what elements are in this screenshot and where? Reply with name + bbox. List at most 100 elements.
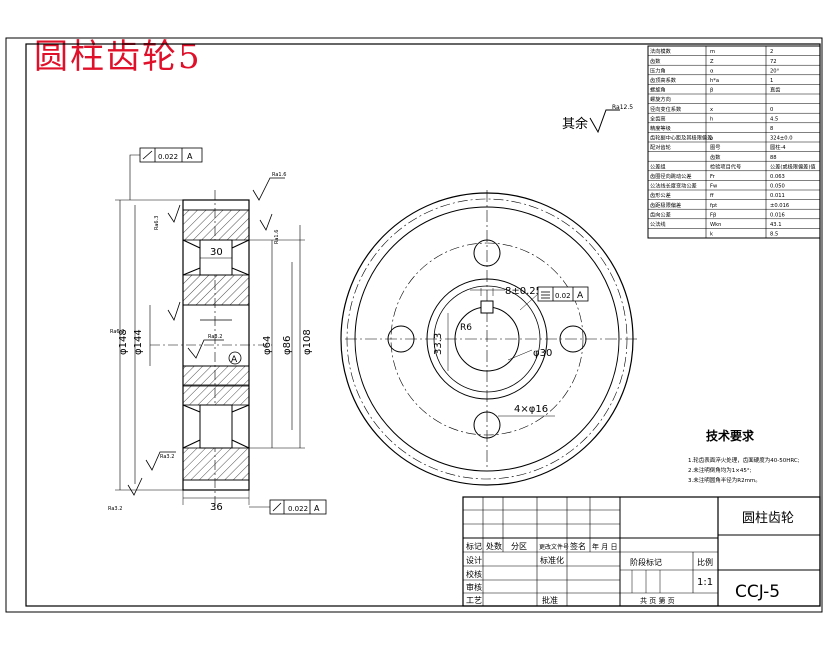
tb-design: 设计 bbox=[466, 555, 482, 565]
param-symbol: h bbox=[710, 116, 713, 122]
tech-item-3: 3.未注明圆角半径为R2mm。 bbox=[688, 476, 761, 484]
tb-zone: 分区 bbox=[511, 542, 527, 551]
tb-approve: 批准 bbox=[542, 595, 558, 605]
tech-item-2: 2.未注明倒角均为1×45°; bbox=[688, 466, 752, 474]
param-name: 齿顶高系数 bbox=[650, 76, 677, 84]
param-name: 压力角 bbox=[650, 66, 666, 74]
param-symbol: m bbox=[710, 49, 715, 55]
holes-dim: 4×φ16 bbox=[514, 404, 548, 415]
tb-process: 工艺 bbox=[466, 596, 482, 605]
hub-diameter: φ30 bbox=[533, 348, 552, 359]
tol-bottom-value: 0.022 bbox=[288, 505, 308, 513]
tb-review: 审核 bbox=[466, 582, 482, 592]
tolerance-frame-bottom: 0.022 A bbox=[249, 499, 327, 515]
roughness-7: Ra3.2 bbox=[108, 506, 122, 512]
roughness-5: Ra1.6 bbox=[274, 230, 280, 244]
dim-64: φ64 bbox=[262, 336, 273, 355]
tb-standard: 标准化 bbox=[540, 555, 564, 565]
param-value: ±0.016 bbox=[770, 203, 789, 209]
tolerance-frame-top: 0.022 A bbox=[129, 147, 203, 200]
param-name: 公差组 bbox=[650, 162, 666, 170]
dim-tip-diameter: φ148 bbox=[118, 329, 129, 355]
param-symbol: x bbox=[710, 107, 713, 113]
tech-requirements: 技术要求 1.轮齿表面淬火处理，齿面硬度为40-50HRC; 2.未注明倒角均为… bbox=[688, 428, 800, 484]
param-symbol: k bbox=[710, 232, 713, 238]
param-value: 圆柱-4 bbox=[770, 143, 786, 151]
tb-sheets: 共 页 第 页 bbox=[640, 596, 675, 605]
param-value: 20° bbox=[770, 68, 780, 74]
param-value: 直齿 bbox=[770, 86, 780, 94]
param-value: 88 bbox=[770, 155, 777, 161]
param-value: 0.063 bbox=[770, 174, 785, 180]
tb-sign: 签名 bbox=[570, 541, 586, 551]
param-name: 螺旋角 bbox=[650, 86, 666, 94]
param-value: 4.5 bbox=[770, 116, 778, 122]
tech-item-1: 1.轮齿表面淬火处理，齿面硬度为40-50HRC; bbox=[688, 456, 800, 464]
keyway-tol-datum: A bbox=[577, 291, 584, 301]
dim-86: φ86 bbox=[282, 336, 293, 355]
param-name: 螺旋方向 bbox=[650, 95, 671, 103]
param-symbol: 图号 bbox=[710, 144, 720, 151]
roughness-6: Ra3.2 bbox=[160, 454, 174, 460]
param-value: 72 bbox=[770, 59, 777, 65]
param-symbol: Fr bbox=[710, 174, 716, 180]
roughness-2: Ra6.3 bbox=[154, 216, 160, 230]
param-value: 43.1 bbox=[770, 222, 782, 228]
roughness-rest-value: Ra12.5 bbox=[612, 104, 633, 111]
param-value: 8 bbox=[770, 126, 773, 132]
param-value: 2 bbox=[770, 49, 773, 55]
param-symbol: fpt bbox=[710, 203, 717, 209]
gear-front-view: 8±0.25 0.02 A R6 33.3 φ30 4×φ16 bbox=[340, 190, 640, 486]
gear-section-view: φ148 φ144 φ64 φ86 φ108 30 36 0.022 A bbox=[108, 147, 327, 515]
param-symbol: β bbox=[710, 88, 713, 94]
param-symbol: 检验项目代号 bbox=[710, 162, 741, 170]
dim-108: φ108 bbox=[302, 329, 313, 355]
param-name: 齿形公差 bbox=[650, 191, 671, 199]
param-name: 齿距极限偏差 bbox=[650, 201, 681, 209]
tol-bottom-datum: A bbox=[314, 504, 320, 513]
tb-date: 年 月 日 bbox=[592, 542, 617, 551]
param-value: 0.011 bbox=[770, 193, 785, 199]
tb-proof: 校核 bbox=[466, 569, 482, 579]
param-symbol: h*a bbox=[710, 78, 719, 84]
param-value: 公差(或极限偏差)值 bbox=[770, 162, 816, 170]
param-name: 公法线 bbox=[650, 220, 666, 228]
tb-change-doc: 更改文件号 bbox=[539, 543, 569, 551]
param-name: 齿轮副中心距及其极限偏差 bbox=[650, 134, 712, 142]
param-symbol: 齿数 bbox=[710, 153, 721, 161]
param-name: 齿数 bbox=[650, 57, 661, 65]
tb-scale: 1:1 bbox=[697, 577, 713, 588]
datum-a: A bbox=[231, 355, 238, 365]
param-name: 精度等级 bbox=[650, 124, 671, 132]
tech-heading: 技术要求 bbox=[706, 428, 755, 443]
param-symbol: ff bbox=[710, 193, 714, 199]
roughness-rest: 其余 Ra12.5 bbox=[562, 104, 633, 134]
param-name: 全齿高 bbox=[650, 114, 666, 122]
drawing-title: 圆柱齿轮5 bbox=[34, 37, 202, 77]
param-value: 0 bbox=[770, 107, 773, 113]
tol-top-datum: A bbox=[187, 152, 193, 161]
radius-r6: R6 bbox=[460, 323, 472, 333]
param-symbol: Z bbox=[710, 59, 714, 65]
roughness-4: Ra3.2 bbox=[208, 334, 222, 340]
param-name: 公法线长度变动公差 bbox=[650, 182, 697, 190]
tb-drawing-no: CCJ-5 bbox=[735, 582, 780, 602]
param-value: 324±0.0 bbox=[770, 136, 793, 142]
param-symbol: Fβ bbox=[710, 212, 716, 218]
roughness-1: Ra1.6 bbox=[272, 172, 286, 178]
param-name: 配对齿轮 bbox=[650, 143, 671, 151]
tol-top-value: 0.022 bbox=[158, 153, 178, 161]
inner-frame bbox=[25, 43, 821, 607]
param-value: 0.016 bbox=[770, 212, 785, 218]
param-symbol: Wkn bbox=[710, 222, 721, 228]
roughness-3: Ra6.3 bbox=[110, 329, 124, 335]
tb-count: 处数 bbox=[486, 541, 502, 551]
param-value: 0.050 bbox=[770, 184, 785, 190]
param-name: 法向模数 bbox=[650, 47, 672, 55]
dim-root-diameter: φ144 bbox=[133, 329, 144, 355]
keyway-tol-value: 0.02 bbox=[555, 292, 571, 300]
key-depth: 33.3 bbox=[433, 333, 444, 355]
dim-30: 30 bbox=[210, 247, 223, 258]
